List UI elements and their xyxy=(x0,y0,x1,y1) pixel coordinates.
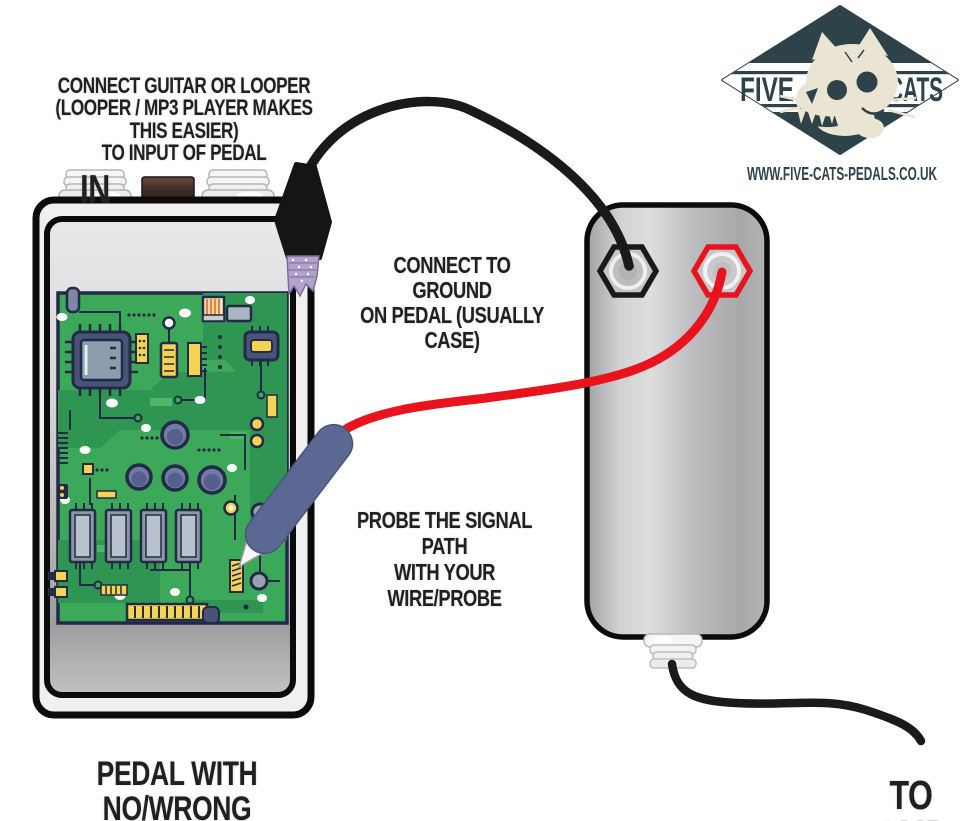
ground-instruction-note: CONNECT TO GROUND ON PEDAL (USUALLY CASE… xyxy=(330,228,574,378)
skull-teeth xyxy=(797,108,835,126)
header-comb xyxy=(187,342,207,377)
smd-yellow-square xyxy=(82,463,94,475)
to-amp-label-text: TO AMP xyxy=(876,772,946,821)
ground-wire xyxy=(298,96,634,271)
to-amp-label: TO AMP xyxy=(842,735,980,821)
left-edge-parts xyxy=(48,570,68,598)
logo: FIVE CATS xyxy=(721,5,959,184)
circuit-board xyxy=(48,286,289,625)
cat-skull-icon xyxy=(779,28,917,138)
ic-yellow-small xyxy=(135,333,149,364)
pin-dots-row xyxy=(95,313,222,472)
probe-wire xyxy=(341,267,727,434)
clip-body xyxy=(274,162,332,260)
mount-tab xyxy=(202,606,220,624)
probe-instruction-note: PROBE THE SIGNAL PATH WITH YOUR WIRE/PRO… xyxy=(322,481,567,637)
probe-body xyxy=(244,423,354,555)
skull-lines xyxy=(844,49,885,115)
alligator-clip xyxy=(274,162,332,298)
skull-details xyxy=(798,71,878,128)
logo-website: WWW.FIVE-CATS-PEDALS.CO.UK xyxy=(747,163,937,184)
electrolytic-caps xyxy=(125,420,227,495)
box-ground-jack xyxy=(596,244,660,298)
edge-comb-left xyxy=(58,432,68,464)
pcb-trace-nodes xyxy=(93,390,266,605)
test-point-ring xyxy=(223,500,239,516)
smd-capacitor xyxy=(225,304,253,323)
ribbon-connector xyxy=(201,295,226,323)
dip-ic-row xyxy=(68,503,203,569)
ground-instruction-text: CONNECT TO GROUND ON PEDAL (USUALLY CASE… xyxy=(360,252,544,353)
logo-word-five: FIVE xyxy=(740,71,794,109)
to-amp-cable xyxy=(667,659,926,746)
pedal xyxy=(32,169,315,719)
smd-yellow-bar xyxy=(96,490,117,499)
in-label: IN xyxy=(55,133,135,247)
skull-whiskers xyxy=(779,94,917,119)
probe-box xyxy=(584,202,926,746)
crystal-component xyxy=(159,316,179,379)
top-instruction-note: CONNECT GUITAR OR LOOPER (LOOPER / MP3 P… xyxy=(9,52,359,187)
pedal-caption-text: PEDAL WITH NO/WRONG OUTPUT xyxy=(96,755,258,821)
pcb-standoff-tab xyxy=(65,286,81,314)
bottom-pin-header xyxy=(125,602,209,622)
clip-jaw-ridges xyxy=(289,262,317,278)
connector-dark xyxy=(57,484,68,499)
top-instruction-text: CONNECT GUITAR OR LOOPER (LOOPER / MP3 P… xyxy=(55,72,313,165)
skull-bone xyxy=(796,28,898,138)
probe-instruction-text: PROBE THE SIGNAL PATH WITH YOUR WIRE/PRO… xyxy=(356,507,533,611)
pedal-caption: PEDAL WITH NO/WRONG OUTPUT xyxy=(40,722,314,821)
cpu-chip xyxy=(65,324,138,396)
in-label-text: IN xyxy=(80,168,110,211)
small-yellow-comb xyxy=(100,584,128,596)
audio-probe xyxy=(237,423,354,569)
board-screw-dot xyxy=(243,604,249,610)
clip-jaw-dots xyxy=(291,258,313,283)
ic-chip-right xyxy=(243,326,280,366)
